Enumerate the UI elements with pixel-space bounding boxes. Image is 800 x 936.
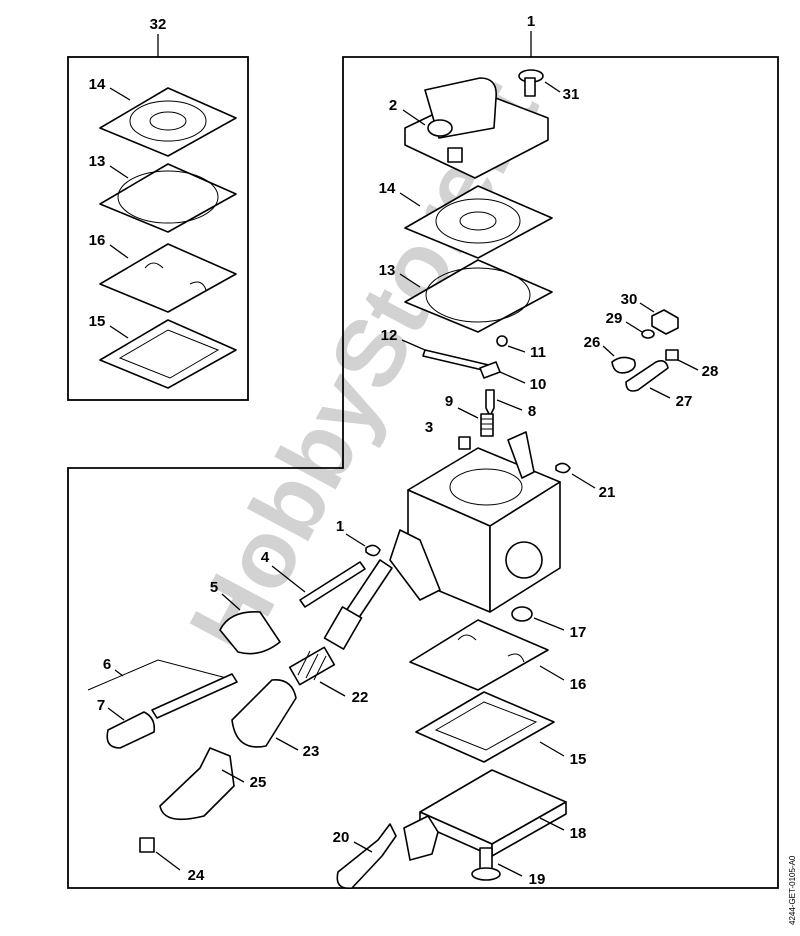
callout-13: 13 [379, 262, 396, 279]
callout-6: 6 [103, 656, 111, 673]
carburetor-body [323, 431, 561, 650]
callout-24: 24 [188, 867, 205, 884]
callout-28: 28 [702, 363, 719, 380]
callout-1: 1 [336, 518, 344, 535]
callout-9: 9 [445, 393, 453, 410]
carburetor-frame-1 [67, 56, 779, 889]
pump-cover-2 [404, 77, 549, 179]
callout-16: 16 [570, 676, 587, 693]
callout-15: 15 [570, 751, 587, 768]
kit-gasket-15 [99, 319, 237, 389]
callout-12: 12 [381, 327, 398, 344]
lever-27 [625, 360, 669, 392]
adjusting-screw-6 [151, 673, 238, 719]
diaphragm-14 [404, 185, 553, 259]
callout-18: 18 [570, 825, 587, 842]
callout-30: 30 [621, 291, 638, 308]
callout-23: 23 [303, 743, 320, 760]
drawing-code: 4244-GET-0105-A0 [788, 855, 797, 925]
callout-16: 16 [89, 232, 106, 249]
gasket-13 [404, 259, 553, 333]
screw-24 [139, 837, 155, 853]
callout-17: 17 [570, 624, 587, 641]
callout-21: 21 [599, 484, 616, 501]
callout-15: 15 [89, 313, 106, 330]
strainer-17 [511, 606, 533, 622]
inlet-needle-8 [485, 389, 495, 417]
callout-2: 2 [389, 97, 397, 114]
callout-26: 26 [584, 334, 601, 351]
callout-31: 31 [563, 86, 580, 103]
limiter-cap-7 [106, 711, 156, 749]
knob-25 [159, 747, 235, 821]
end-cover-18 [403, 769, 567, 861]
metering-diaphragm-16 [409, 619, 549, 691]
callout-20: 20 [333, 829, 350, 846]
callout-22: 22 [352, 689, 369, 706]
spring-9 [480, 413, 494, 437]
screw-11 [496, 335, 508, 347]
clip-1 [365, 544, 381, 557]
screw-19 [471, 847, 501, 881]
screw-28 [665, 349, 679, 361]
throttle-shaft-4 [299, 561, 366, 608]
callout-3: 3 [425, 419, 433, 436]
adjusting-screw-20 [336, 823, 397, 889]
callout-14: 14 [89, 76, 106, 93]
lever-26 [611, 356, 636, 374]
clip-21 [555, 462, 571, 474]
spring-22 [288, 646, 336, 686]
sleeve-23 [231, 679, 297, 748]
callout-14: 14 [379, 180, 396, 197]
callout-1: 1 [527, 13, 535, 30]
callout-32: 32 [150, 16, 167, 33]
callout-19: 19 [529, 871, 546, 888]
plug-3 [458, 436, 471, 450]
callout-4: 4 [261, 549, 270, 566]
callout-7: 7 [97, 697, 105, 714]
callout-8: 8 [528, 403, 536, 420]
washer-29 [641, 329, 655, 339]
kit-diaphragm-14 [99, 87, 237, 157]
callout-5: 5 [210, 579, 218, 596]
callout-29: 29 [606, 310, 623, 327]
kit-gasket-13 [99, 163, 237, 233]
callout-27: 27 [676, 393, 693, 410]
callout-10: 10 [530, 376, 547, 393]
callout-25: 25 [250, 774, 267, 791]
kit-gasket-16 [99, 243, 237, 313]
screw-31 [518, 69, 544, 97]
callout-13: 13 [89, 153, 106, 170]
gasket-15 [415, 691, 555, 763]
fitting-30 [651, 309, 679, 335]
callout-11: 11 [530, 344, 546, 361]
throttle-valve-5 [219, 611, 281, 655]
